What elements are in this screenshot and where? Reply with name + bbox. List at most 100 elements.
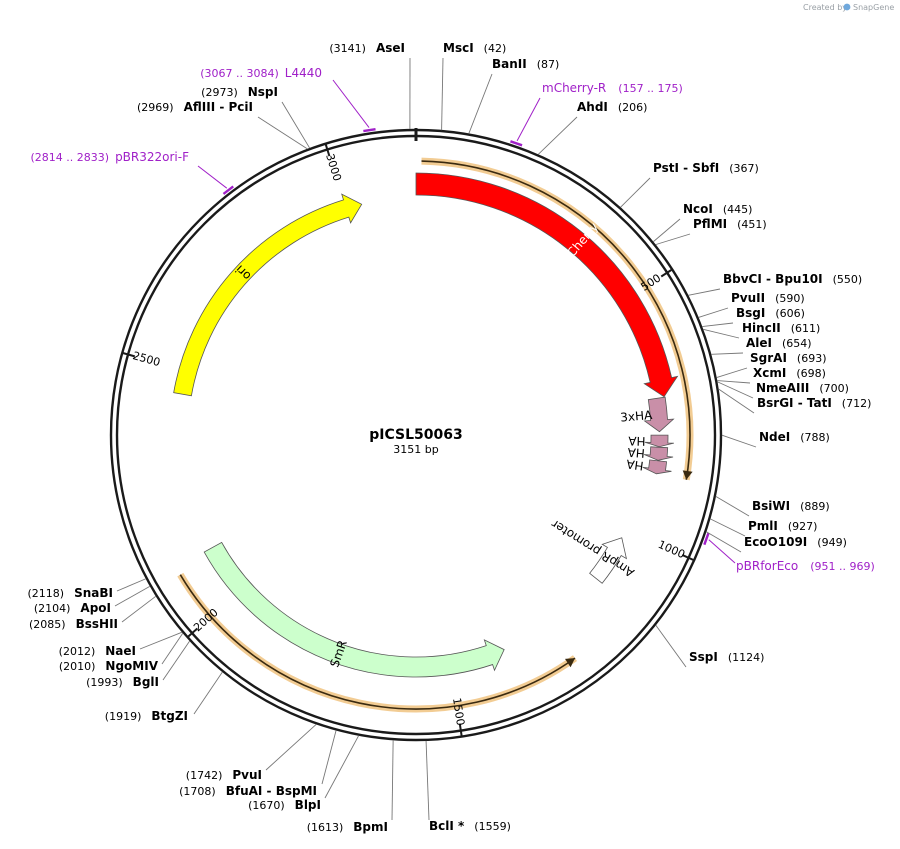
enzyme-name: BsgI bbox=[736, 306, 765, 320]
enzyme-name: NmeAIII bbox=[756, 381, 809, 395]
enzyme-label: SgrAI(693) bbox=[750, 351, 827, 365]
enzyme-name: EcoO109I bbox=[744, 535, 807, 549]
primer-label: pBRforEco(951 .. 969) bbox=[736, 559, 875, 573]
primer-name: pBRforEco bbox=[736, 559, 798, 573]
enzyme-position: (949) bbox=[817, 536, 847, 549]
enzyme-label: BsrGI - TatI(712) bbox=[757, 396, 871, 410]
primer-mark bbox=[363, 127, 376, 133]
enzyme-position: (206) bbox=[618, 101, 648, 114]
enzyme-label: PvuII(590) bbox=[731, 291, 805, 305]
feature-label-3xha: 3xHA bbox=[620, 408, 654, 425]
enzyme-leader bbox=[281, 101, 311, 149]
enzyme-name: NaeI bbox=[105, 644, 136, 658]
enzyme-name: PvuI bbox=[232, 768, 262, 782]
enzyme-position: (2012) bbox=[59, 645, 96, 658]
enzyme-position: (3141) bbox=[329, 42, 366, 55]
enzyme-label: PstI - SbfI(367) bbox=[653, 161, 759, 175]
enzyme-name: BpmI bbox=[353, 820, 388, 834]
enzyme-position: (698) bbox=[796, 367, 826, 380]
enzyme-label: (2104)ApoI bbox=[34, 601, 111, 615]
enzyme-label: BbvCI - Bpu10I(550) bbox=[723, 272, 862, 286]
enzyme-name: AseI bbox=[376, 41, 405, 55]
primer-label: mCherry-R (157 .. 175) bbox=[542, 81, 683, 95]
primer-name: mCherry-R bbox=[542, 81, 606, 95]
enzyme-label: HincII(611) bbox=[742, 321, 820, 335]
enzyme-name: XcmI bbox=[753, 366, 786, 380]
enzyme-leader bbox=[193, 671, 223, 715]
enzyme-label: (2085)BssHII bbox=[29, 617, 118, 631]
enzyme-leader bbox=[715, 495, 750, 517]
orf-arrowhead bbox=[565, 658, 575, 668]
enzyme-leader bbox=[717, 380, 751, 384]
enzyme-name: AhdI bbox=[577, 100, 608, 114]
primer-leader bbox=[516, 97, 541, 142]
enzyme-position: (611) bbox=[791, 322, 821, 335]
enzyme-label: MscI(42) bbox=[443, 41, 506, 55]
enzyme-label: BanII (87) bbox=[492, 57, 559, 71]
enzyme-label: AleI(654) bbox=[746, 336, 812, 350]
orf-arc bbox=[179, 574, 576, 710]
enzyme-position: (87) bbox=[537, 58, 560, 71]
enzyme-position: (654) bbox=[782, 337, 812, 350]
enzyme-name: BfuAI - BspMI bbox=[226, 784, 317, 798]
tick-label: 1000 bbox=[656, 538, 687, 561]
enzyme-position: (1708) bbox=[179, 785, 216, 798]
enzyme-label: NmeAIII (700) bbox=[756, 381, 849, 395]
orf-arc bbox=[421, 160, 691, 480]
primer-leader bbox=[708, 539, 736, 564]
tick-mark bbox=[122, 352, 136, 358]
enzyme-label: EcoO109I (949) bbox=[744, 535, 847, 549]
feature-arrow-ori bbox=[173, 193, 363, 397]
enzyme-position: (1613) bbox=[307, 821, 344, 834]
enzyme-label: (2010) NgoMIV bbox=[59, 659, 159, 673]
enzyme-leader bbox=[324, 735, 360, 799]
feature-label-ha: HA bbox=[627, 434, 645, 448]
enzyme-position: (2969) bbox=[137, 101, 174, 114]
enzyme-label: (1742) PvuI bbox=[186, 768, 262, 782]
enzyme-name: SspI bbox=[689, 650, 718, 664]
enzyme-position: (2010) bbox=[59, 660, 96, 673]
enzyme-position: (1742) bbox=[186, 769, 223, 782]
feature-label-ha: HA bbox=[626, 445, 645, 460]
enzyme-position: (700) bbox=[819, 382, 849, 395]
enzyme-label: PmlI(927) bbox=[748, 519, 817, 533]
enzyme-position: (693) bbox=[797, 352, 827, 365]
enzyme-name: BanII bbox=[492, 57, 527, 71]
feature-arrow-ha bbox=[644, 434, 674, 448]
orf-layer bbox=[177, 157, 694, 713]
enzyme-leader bbox=[698, 307, 729, 318]
enzyme-name: BclI * bbox=[429, 819, 465, 833]
enzyme-position: (42) bbox=[484, 42, 507, 55]
enzyme-label: (1993) BglI bbox=[86, 675, 159, 689]
enzyme-name: BglI bbox=[133, 675, 159, 689]
tick-mark bbox=[324, 144, 331, 157]
enzyme-leader bbox=[716, 367, 748, 378]
enzyme-position: (2118) bbox=[28, 587, 65, 600]
plasmid-length: 3151 bp bbox=[393, 443, 438, 456]
enzyme-layer: MscI(42) BanII (87) AhdI (206) PstI - SbfI(36… bbox=[28, 41, 872, 834]
enzyme-leader bbox=[265, 723, 317, 771]
enzyme-position: (1919) bbox=[105, 710, 142, 723]
enzyme-leader bbox=[425, 740, 430, 821]
feature-label-ha: HA bbox=[625, 457, 645, 473]
enzyme-position: (445) bbox=[723, 203, 753, 216]
primer-name: L4440 bbox=[285, 66, 322, 80]
enzyme-name: BsrGI - TatI bbox=[757, 396, 832, 410]
enzyme-leader bbox=[114, 585, 151, 607]
enzyme-name: BbvCI - Bpu10I bbox=[723, 272, 823, 286]
enzyme-position: (1993) bbox=[86, 676, 123, 689]
orf-arrowhead bbox=[682, 470, 693, 480]
enzyme-name: NgoMIV bbox=[105, 659, 158, 673]
enzyme-name: ApoI bbox=[80, 601, 111, 615]
enzyme-position: (590) bbox=[775, 292, 805, 305]
enzyme-label: BsgI(606) bbox=[736, 306, 805, 320]
plasmid-backbone bbox=[109, 128, 723, 742]
enzyme-leader bbox=[620, 177, 651, 208]
enzyme-position: (367) bbox=[729, 162, 759, 175]
primer-range: (157 .. 175) bbox=[618, 82, 683, 95]
enzyme-name: AflIII - PciI bbox=[184, 100, 253, 114]
enzyme-leader bbox=[721, 434, 757, 448]
enzyme-name: PflMI bbox=[693, 217, 727, 231]
enzyme-position: (451) bbox=[737, 218, 767, 231]
enzyme-position: (2973) bbox=[201, 86, 238, 99]
